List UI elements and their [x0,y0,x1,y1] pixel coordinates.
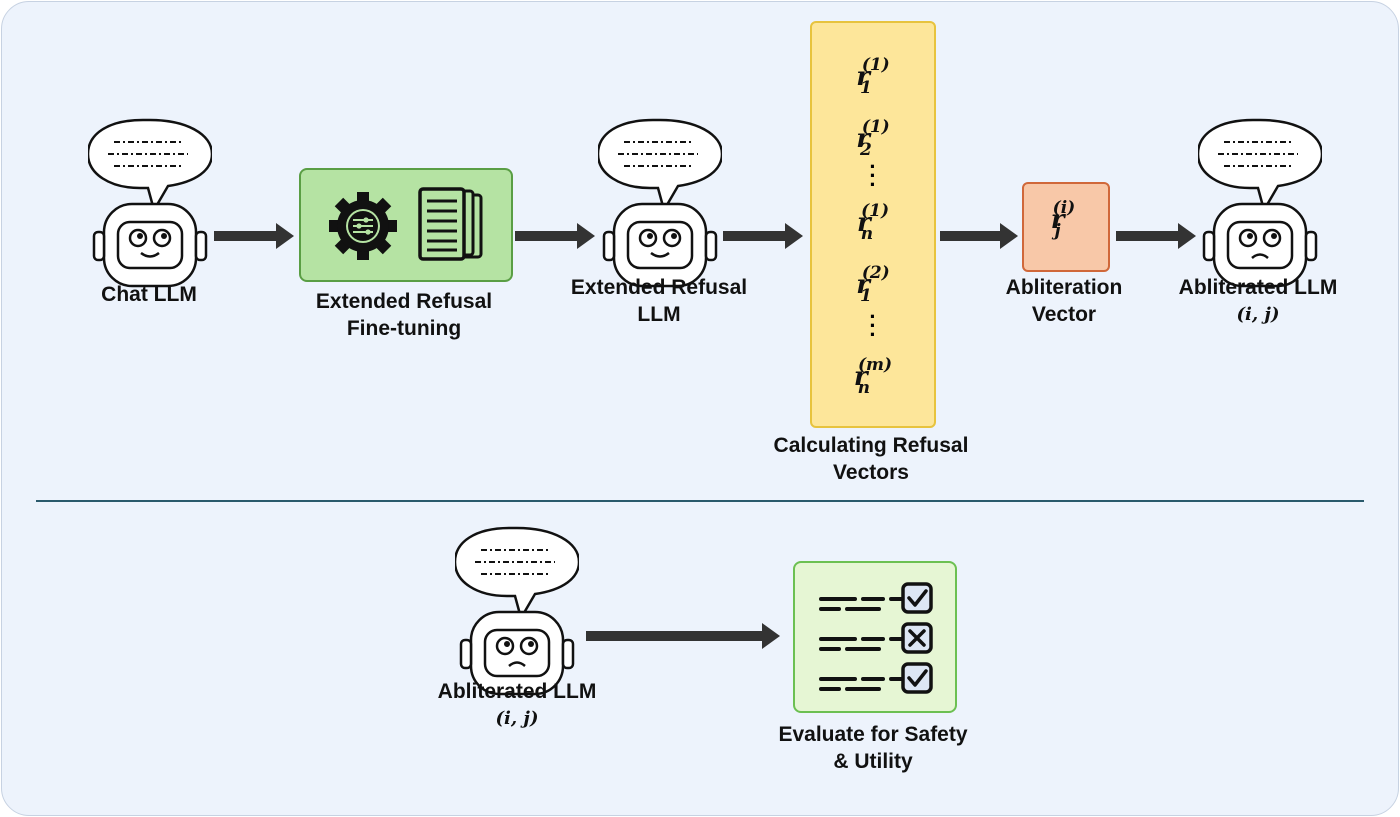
arrow-finetune-to-ext-llm [515,223,595,249]
arrow-vectors-to-abl-vector [940,223,1018,249]
chat-llm-robot-icon [88,118,212,288]
check-icon [901,582,933,614]
evaluate-box [793,561,957,713]
finetune-label: Extended Refusal Fine-tuning [315,290,493,340]
refusal-vector-1: r1(1) [856,55,890,98]
ext-llm-robot-icon [598,118,722,288]
refusal-vector-4: r1(2) [856,263,890,306]
abl-llm-label-bottom: Abliterated LLM [437,680,597,703]
evaluate-label: Evaluate for Safety & Utility [778,723,968,773]
document-icon [418,187,483,261]
arrow-ext-llm-to-vectors [723,223,803,249]
abliteration-vector: rj(i) [1050,198,1076,241]
finetune-box [299,168,513,282]
check-icon [901,662,933,694]
chat-llm-label: Chat LLM [101,283,197,306]
abliteration-vector-box [1022,182,1110,272]
ext-llm-label: Extended Refusal LLM [570,276,748,326]
vectors-label: Calculating Refusal Vectors [773,434,969,484]
abliterated-llm-robot-icon-bottom [455,526,579,696]
abl-llm-indices: (i, j) [1236,304,1280,325]
abl-llm-label: Abliterated LLM [1178,276,1338,299]
arrow-abl-llm-to-evaluate [586,623,780,649]
abliterated-llm-robot-icon [1198,118,1322,288]
checklist-icon [819,582,933,694]
abl-vector-label: Abliteration Vector [1005,276,1123,326]
vertical-ellipsis: ··· [869,154,877,197]
refusal-vector-2: r2(1) [856,117,890,160]
refusal-vector-5: rn(m) [853,355,893,398]
section-divider [36,500,1364,502]
arrow-abl-vector-to-abl-llm [1116,223,1196,249]
arrow-chat-to-finetune [214,223,294,249]
refusal-vector-3: rn(1) [857,201,889,244]
vertical-ellipsis: ··· [869,304,877,347]
gear-sliders-icon [329,192,397,260]
cross-icon [901,622,933,654]
refusal-vectors-box [810,21,936,428]
abl-llm-indices-bottom: (i, j) [495,708,539,729]
